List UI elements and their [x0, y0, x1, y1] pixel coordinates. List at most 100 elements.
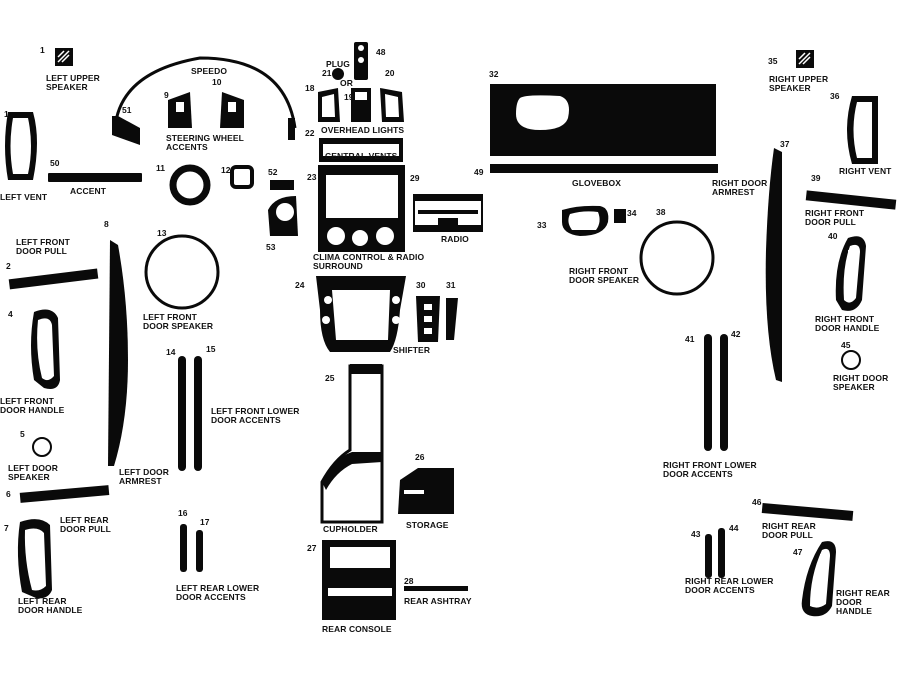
part-label: LEFT REAR DOOR PULL: [60, 515, 111, 534]
part-label: ACCENT: [70, 186, 107, 196]
part-label: LEFT UPPER SPEAKER: [46, 73, 100, 92]
part-number: 28: [404, 576, 414, 586]
part-label: RIGHT FRONT LOWER DOOR ACCENTS: [663, 460, 757, 479]
part-number: 2: [6, 261, 11, 271]
left-door-speaker-part: [32, 437, 52, 457]
right-front-door-handle-part: [835, 236, 866, 311]
part-number: 37: [780, 139, 790, 149]
part-label: RADIO: [441, 234, 469, 244]
accent-strip-part: [48, 173, 142, 182]
part-number: 34: [627, 208, 637, 218]
speedo-part: [113, 56, 297, 129]
left-vent-part: [5, 112, 37, 180]
part-label: LEFT FRONT DOOR HANDLE: [0, 396, 65, 415]
part-number: 5: [20, 429, 25, 439]
part-number: 31: [446, 280, 456, 290]
part-number: 22: [305, 128, 315, 138]
cupholder-part: [320, 364, 384, 524]
part-label: RIGHT FRONT DOOR PULL: [805, 208, 865, 227]
right-door-armrest-part: [765, 148, 782, 382]
part-number: 38: [656, 207, 666, 217]
speedo-right-piece: [288, 118, 295, 140]
right-rear-door-pull-part: [761, 503, 854, 521]
part-label: LEFT DOOR ARMREST: [119, 467, 170, 486]
part-label: RIGHT DOOR ARMREST: [712, 178, 768, 197]
speedo-left-piece: [112, 116, 140, 145]
part-label: LEFT REAR LOWER DOOR ACCENTS: [176, 583, 260, 602]
part-number: 4: [8, 309, 13, 319]
part-label: RIGHT FRONT DOOR SPEAKER: [569, 266, 640, 285]
storage-part: [398, 468, 454, 514]
left-rear-lower-accent-16: [180, 524, 187, 572]
part-number: 39: [811, 173, 821, 183]
part-number: 21: [322, 68, 332, 78]
part-number: 14: [166, 347, 176, 357]
part-label: RIGHT DOOR SPEAKER: [833, 373, 889, 392]
part-label: SHIFTER: [393, 345, 431, 355]
part-label: LEFT FRONT DOOR PULL: [16, 237, 70, 256]
part-number: 53: [266, 242, 276, 252]
right-upper-speaker-part: [796, 50, 814, 68]
part-label: OVERHEAD LIGHTS: [321, 125, 405, 135]
right-front-lower-accent-42: [720, 334, 728, 451]
part-label: CENTRAL VENTS: [325, 151, 398, 161]
left-door-armrest-part: [108, 240, 128, 466]
glovebox-upper-part: [490, 84, 716, 156]
part-number: 48: [376, 47, 386, 57]
part-number: 11: [156, 163, 165, 173]
part-label: LEFT DOOR SPEAKER: [8, 463, 59, 482]
right-rear-lower-accent-44: [718, 528, 725, 578]
left-front-lower-accent-15: [194, 356, 202, 471]
right-vent-part: [847, 96, 878, 164]
left-front-door-handle-part: [31, 309, 60, 389]
part-label: GLOVEBOX: [572, 178, 621, 188]
part-number: 15: [206, 344, 216, 354]
shifter-surround-part: [316, 276, 406, 352]
part-number: 45: [841, 340, 851, 350]
right-door-speaker-part: [841, 350, 861, 370]
right-front-lower-accent-41: [704, 334, 712, 451]
part-number: 9: [164, 90, 169, 100]
rear-console-part: [322, 540, 396, 620]
plug-part: [332, 68, 344, 80]
left-upper-speaker-part: [55, 48, 73, 66]
part-number: 1: [40, 45, 45, 55]
part-label: REAR CONSOLE: [322, 624, 392, 634]
part-label: SPEEDO: [191, 66, 228, 76]
part-number: 35: [768, 56, 778, 66]
part-number: 6: [6, 489, 11, 499]
part-label: STEERING WHEEL ACCENTS: [166, 133, 244, 152]
part-33: [562, 205, 609, 236]
right-front-door-speaker-part: [639, 220, 715, 296]
part-number: 40: [828, 231, 838, 241]
part-number: 46: [752, 497, 762, 507]
right-rear-lower-accent-43: [705, 534, 712, 578]
overhead-light-20: [380, 88, 404, 122]
part-number: 26: [415, 452, 425, 462]
part-label: RIGHT REAR DOOR PULL: [762, 521, 816, 540]
part-number: 42: [731, 329, 741, 339]
left-front-door-speaker-part: [144, 234, 220, 310]
part-number: 16: [178, 508, 188, 518]
part-number: 19: [344, 92, 354, 102]
part-number: 30: [416, 280, 426, 290]
left-rear-door-handle-part: [17, 519, 52, 599]
part-number: 51: [122, 105, 132, 115]
part-label: RIGHT VENT: [839, 166, 892, 176]
part-52: [270, 180, 294, 190]
part-number: 41: [685, 334, 695, 344]
part-number: 52: [268, 167, 278, 177]
part-label: LEFT FRONT LOWER DOOR ACCENTS: [211, 406, 300, 425]
right-rear-door-handle-part: [801, 541, 836, 617]
part-number: 43: [691, 529, 701, 539]
part-label: CUPHOLDER: [323, 524, 378, 534]
left-front-door-pull-part: [8, 268, 99, 290]
glovebox-strip-part: [490, 164, 718, 173]
part-number: 8: [104, 219, 109, 229]
part-label: LEFT VENT: [0, 192, 48, 202]
part-number: 12: [221, 165, 231, 175]
part-label: LEFT FRONT DOOR SPEAKER: [143, 312, 214, 331]
part-34: [614, 209, 626, 223]
part-label: PLUG: [326, 59, 351, 69]
